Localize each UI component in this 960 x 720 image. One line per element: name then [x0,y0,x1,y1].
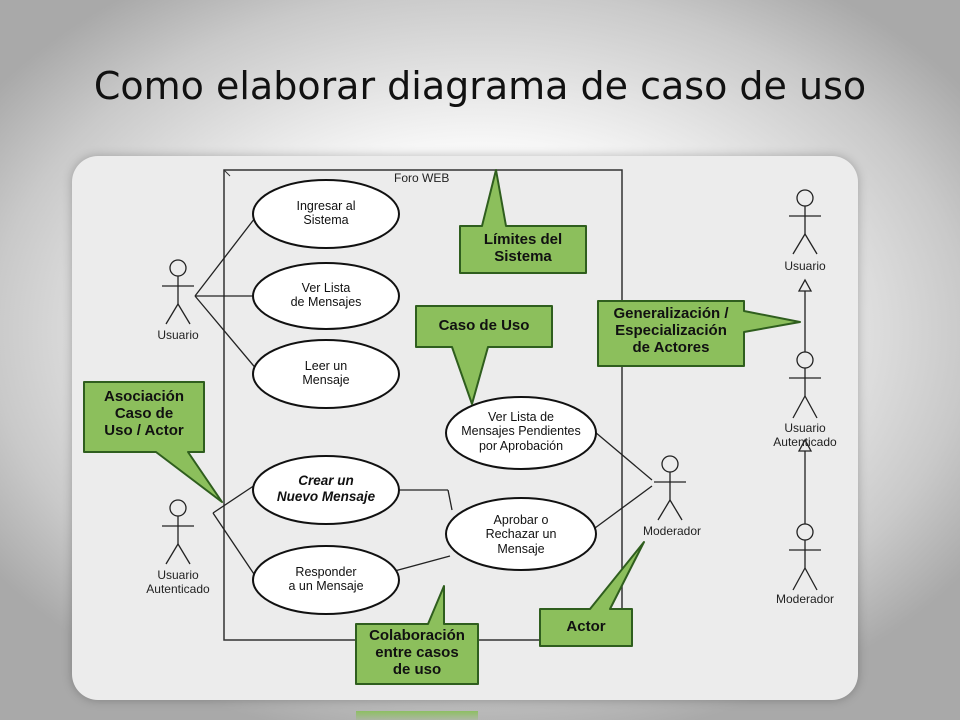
actor-usuario-label: Usuario [157,328,199,342]
callout-generalizacion [597,300,801,367]
callout-actor-label: Actor [566,618,606,635]
callout-shapes [83,169,801,685]
use-case-ver-lista [252,262,400,330]
gen-actor-moderador [789,523,821,591]
generalization-arrows [797,278,813,524]
callout-limites [459,169,587,274]
callout-actor [539,541,645,647]
use-case-ver-pendientes [445,396,597,470]
gen-actor-usuario-autenticado [789,351,821,419]
use-case-responder [252,545,400,615]
actor-usuario [162,259,194,325]
diagram-graphics [83,169,821,685]
gen-actor-usuario-label: Usuario [784,259,826,273]
use-case-crear [252,455,400,525]
callout-caso-uso [415,305,553,405]
use-case-leer [252,339,400,409]
callout-asociacion [83,381,223,503]
callout-colaboracion [355,585,479,685]
system-boundary-label: Foro WEB [394,171,450,185]
actor-figures [162,189,821,591]
callout-reflection [356,711,478,720]
actor-usuario-autenticado [162,499,194,565]
actor-moderador-label: Moderador [642,524,702,538]
gen-actor-moderador-label: Moderador [775,592,835,606]
actor-moderador [654,455,686,521]
association-lines [194,213,653,581]
gen-actor-usuario [789,189,821,255]
use-case-aprobar [445,497,597,571]
use-case-ingresar [252,179,400,249]
slide-title: Como elaborar diagrama de caso de uso [93,64,867,108]
callout-caso-uso-label: Caso de Uso [438,317,530,334]
use-case-ellipses [252,179,597,615]
